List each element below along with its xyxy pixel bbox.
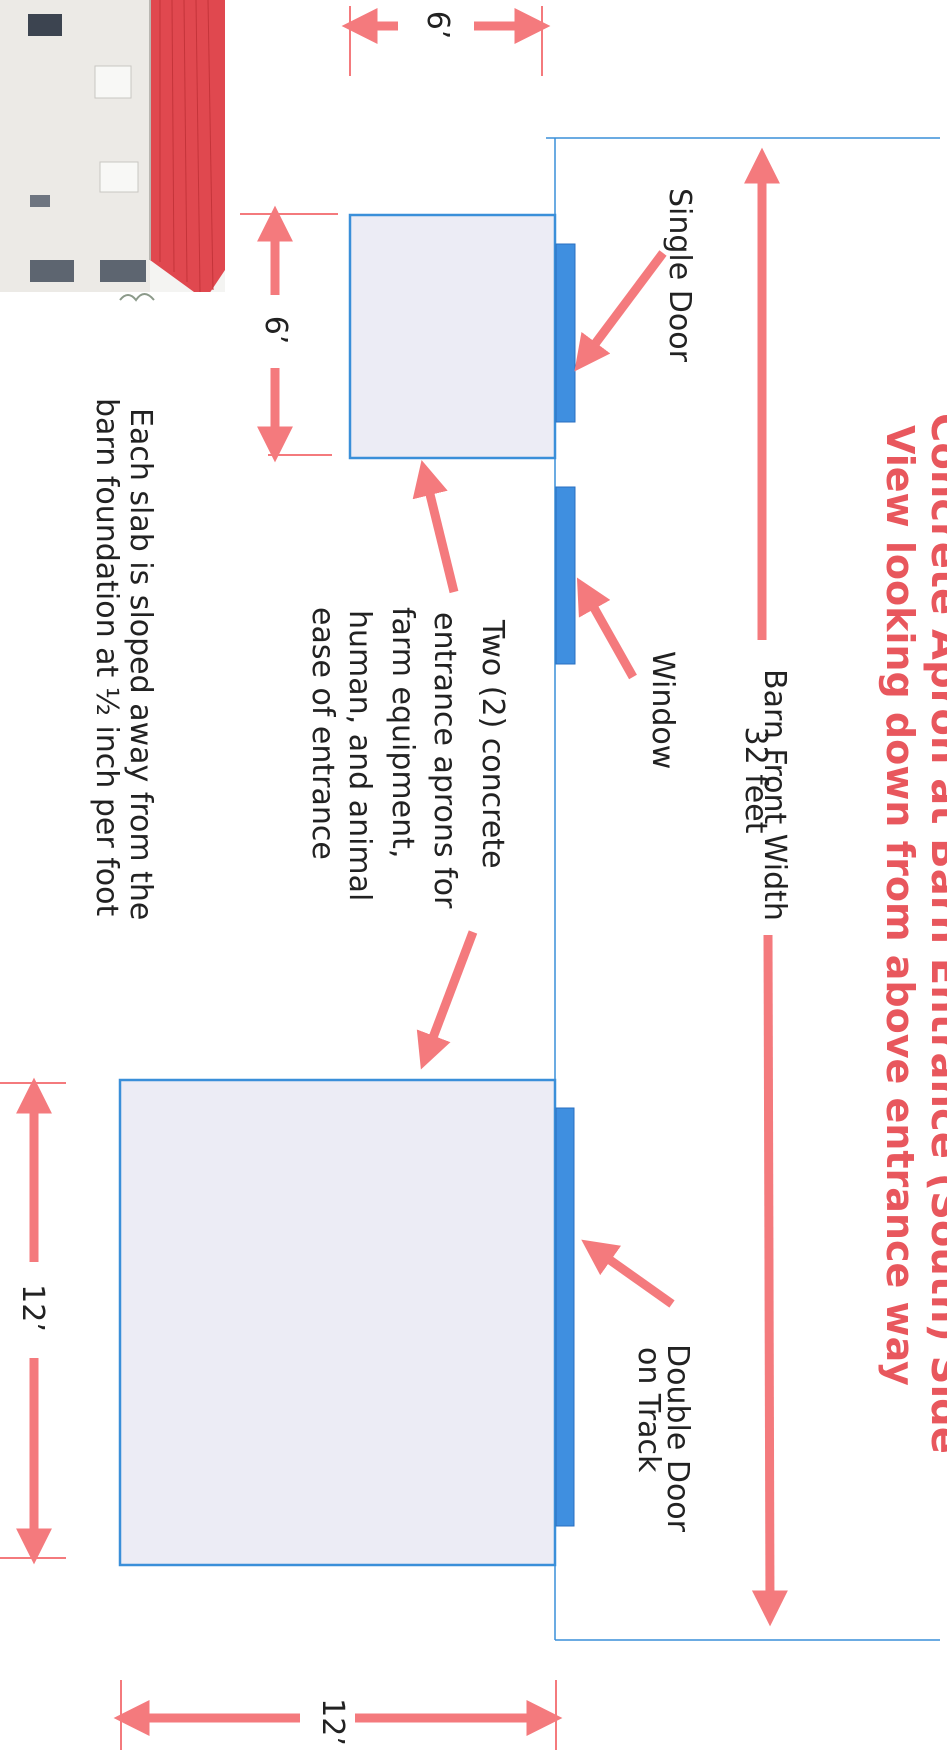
- dim-large-depth-label: 12’: [315, 1698, 350, 1746]
- dim-small-width-label: 6’: [258, 315, 293, 345]
- aprons-label-line2: entrance aprons for: [427, 612, 462, 909]
- barn-width-arrow-bottom: [751, 934, 788, 1627]
- window-pointer: [576, 577, 637, 680]
- double-door-label-line2: on Track: [631, 1347, 666, 1473]
- dim-small-depth-label: 6’: [420, 10, 455, 40]
- window: [555, 486, 576, 665]
- aprons-label-line3: farm equipment,: [385, 607, 420, 859]
- double-door: [555, 1107, 575, 1527]
- aprons-label-line1: Two (2) concrete: [475, 620, 510, 869]
- barn-front-width-value: 32 feet: [738, 726, 773, 834]
- aprons-pointer-large: [416, 930, 478, 1070]
- window-label: Window: [645, 651, 680, 770]
- double-door-pointer: [581, 1239, 675, 1308]
- single-door-pointer: [574, 250, 667, 372]
- slope-note-line1: Each slab is sloped away from the: [123, 408, 158, 921]
- slope-note-line2: barn foundation at ½ inch per foot: [89, 398, 124, 917]
- large-slab: [118, 1078, 557, 1567]
- aprons-label-line5: ease of entrance: [305, 607, 340, 860]
- diagram-subtitle: View looking down from above entrance wa…: [878, 425, 922, 1386]
- aprons-label-line4: human, and animal: [342, 610, 377, 902]
- aprons-pointer-small: [412, 460, 459, 594]
- barn-photo: [0, 0, 225, 315]
- dim-large-width-label: 12’: [15, 1284, 50, 1332]
- single-door: [555, 243, 576, 423]
- small-slab: [348, 213, 557, 460]
- single-door-label: Single Door: [662, 188, 697, 362]
